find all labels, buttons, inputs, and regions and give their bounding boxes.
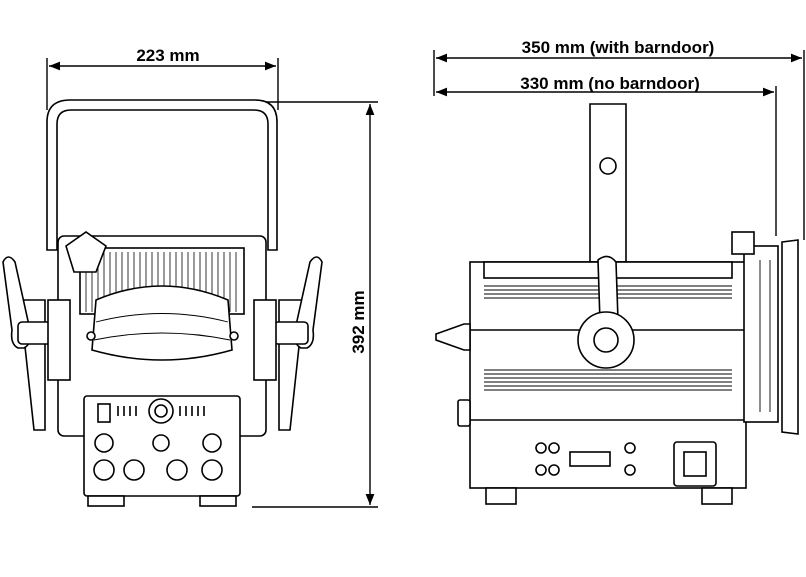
rear-mount (435, 323, 471, 351)
barndoor-bracket (731, 231, 755, 255)
dmx-in-connector (94, 433, 114, 453)
left-lock-handle (2, 256, 53, 349)
yoke-hole (599, 157, 617, 175)
right-lock-handle (273, 256, 323, 349)
side-length-with-barndoor-dimension: 350 mm (with barndoor) (433, 38, 805, 240)
power-out-connector (166, 459, 188, 481)
front-width-dimension: 223 mm (46, 46, 279, 110)
power-in-connector (123, 459, 145, 481)
side-length-no-barndoor-dimension: 330 mm (no barndoor) (436, 74, 777, 236)
safety-cable-clamp (65, 231, 107, 273)
barndoor (731, 231, 799, 435)
side-lock-handle (577, 255, 635, 369)
rear-knob (457, 399, 471, 427)
front-width-label: 223 mm (136, 46, 199, 65)
power-switch (152, 434, 170, 452)
display-screen (569, 451, 611, 467)
front-view (2, 99, 323, 507)
front-lens-dome (91, 285, 233, 361)
side-rear-foot (485, 487, 517, 505)
barndoor-frame (743, 245, 779, 423)
side-control-panel (535, 441, 717, 487)
right-side-plate (253, 299, 277, 381)
dmx5-in-connector (93, 459, 115, 481)
vent-slots (117, 406, 205, 416)
height-label: 392 mm (349, 290, 368, 353)
side-view (435, 103, 799, 505)
dmx5-out-connector (201, 459, 223, 481)
front-left-foot (87, 495, 125, 507)
bottom-fins (484, 369, 732, 391)
side-yoke-bar (589, 103, 627, 263)
side-front-foot (701, 487, 733, 505)
side-length-with-barndoor-label: 350 mm (with barndoor) (522, 38, 715, 57)
side-length-no-barndoor-label: 330 mm (no barndoor) (520, 74, 699, 93)
left-side-plate (47, 299, 71, 381)
dmx-out-connector (202, 433, 222, 453)
side-dimmer-knob (683, 451, 707, 477)
front-right-foot (199, 495, 237, 507)
usb-port (97, 403, 111, 423)
barndoor-leaf (781, 239, 799, 435)
height-dimension: 392 mm (252, 101, 378, 508)
front-yoke (46, 99, 278, 251)
